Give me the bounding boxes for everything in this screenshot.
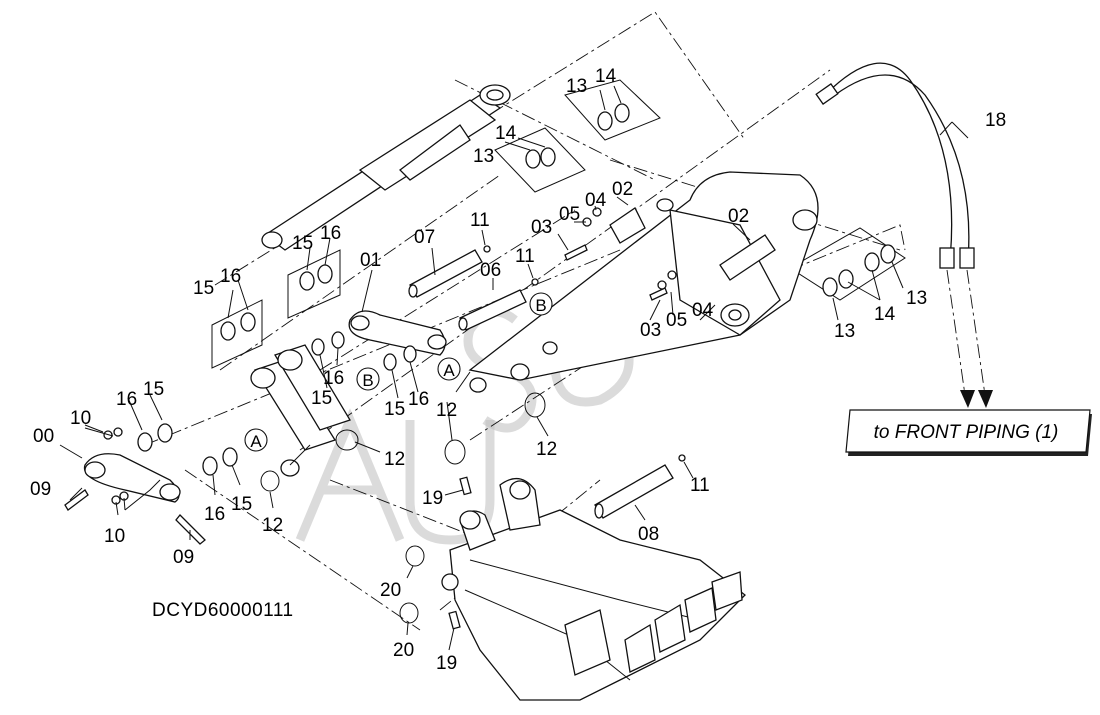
part-callouts: 18 13 14 14 13 15 16 15 16 07 11 11 06 0… [30,66,1006,674]
callout-14: 14 [874,304,896,325]
callout-14: 14 [495,123,517,144]
marker-a-upper-label: A [443,361,455,380]
callout-15: 15 [231,494,252,515]
callout-05: 05 [559,204,580,225]
callout-13: 13 [834,321,855,342]
callout-13: 13 [473,146,494,167]
bucket-cylinder [261,84,511,251]
callout-10: 10 [104,526,125,547]
callout-09: 09 [173,547,194,568]
section-markers: B B A A [244,292,553,452]
callout-11: 11 [690,475,710,496]
callout-16: 16 [220,266,241,287]
front-piping-label: to FRONT PIPING (1) [874,422,1059,443]
arm-body [468,171,819,381]
callout-16: 16 [116,389,137,410]
front-piping-reference[interactable]: to FRONT PIPING (1) [845,409,1092,456]
callout-02: 02 [728,206,749,227]
callout-04: 04 [692,300,714,321]
callout-20: 20 [380,580,401,601]
callout-13: 13 [566,76,587,97]
callout-15: 15 [143,379,164,400]
callout-16: 16 [323,368,344,389]
callout-09: 09 [30,479,51,500]
callout-12: 12 [384,449,405,470]
leader-lines [59,85,969,651]
callout-07: 07 [414,227,435,248]
callout-14: 14 [595,66,617,87]
callout-05: 05 [666,310,687,331]
marker-a-lower-label: A [250,432,262,451]
callout-03: 03 [531,217,552,238]
callout-13: 13 [906,288,927,309]
marker-a-upper [437,357,461,381]
callout-03: 03 [640,320,661,341]
callout-00: 00 [33,426,54,447]
marker-a-lower [244,428,268,452]
links-and-pins [64,207,776,630]
washers-and-rings [103,103,896,624]
callout-11: 11 [470,210,490,231]
callout-02: 02 [612,179,633,200]
callout-19: 19 [436,653,457,674]
callout-01: 01 [360,250,381,271]
callout-15: 15 [292,233,313,254]
callout-12: 12 [262,515,283,536]
callout-11: 11 [515,246,535,267]
callout-16: 16 [408,389,429,410]
callout-04: 04 [585,190,607,211]
callout-08: 08 [638,524,659,545]
drawing-code: DCYD60000111 [152,600,294,621]
marker-b-upper-label: B [535,296,546,315]
callout-15: 15 [384,399,405,420]
callout-16: 16 [320,223,341,244]
washer-group-frames [211,79,906,369]
marker-b-lower-label: B [362,371,373,390]
callout-12: 12 [436,400,457,421]
callout-18: 18 [985,110,1006,131]
callout-20: 20 [393,640,414,661]
callout-06: 06 [480,260,501,281]
callout-10: 10 [70,408,91,429]
callout-16: 16 [204,504,225,525]
callout-12: 12 [536,439,557,460]
marker-b-upper [529,292,553,316]
callout-15: 15 [311,388,332,409]
hydraulic-hoses [815,62,993,408]
bucket [441,478,746,701]
callout-15: 15 [193,278,214,299]
marker-b-lower [356,367,380,391]
callout-19: 19 [422,488,443,509]
